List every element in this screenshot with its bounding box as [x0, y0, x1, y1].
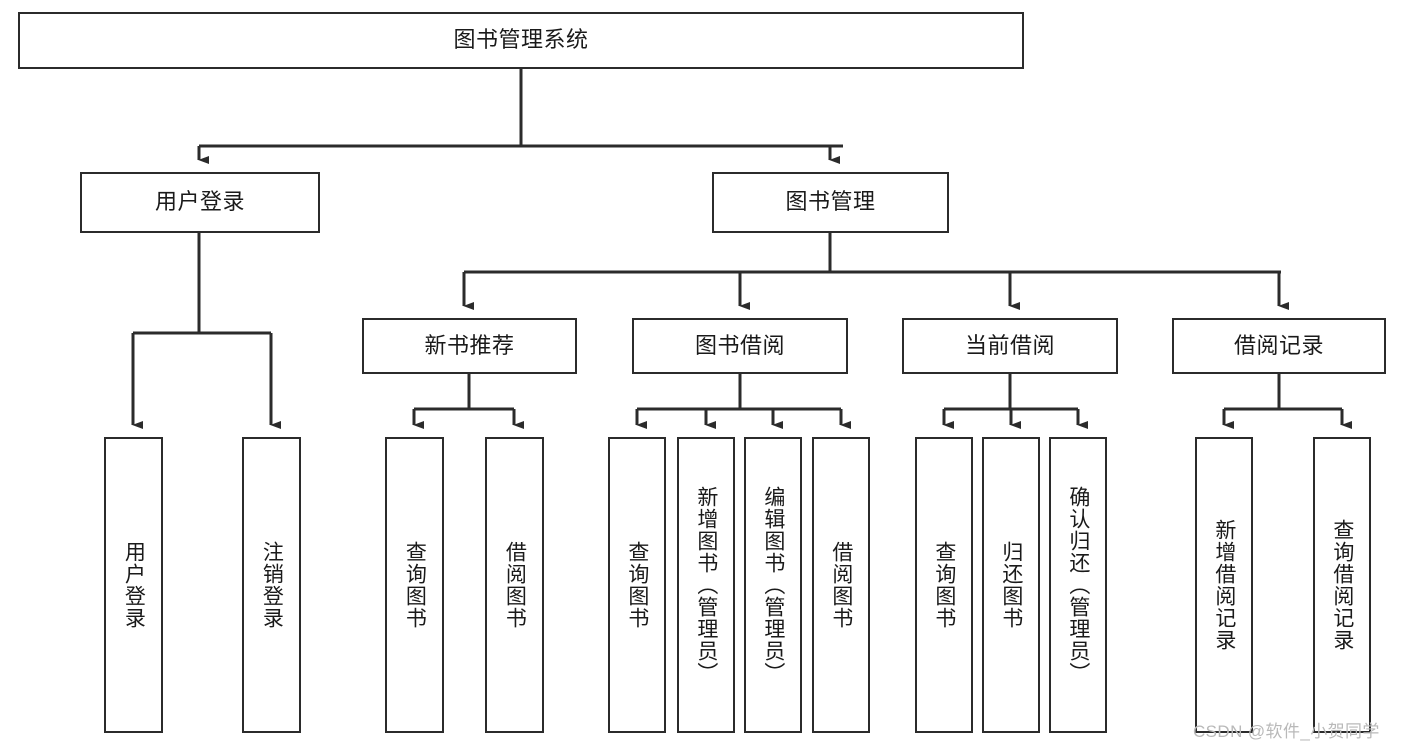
node-leaf-query-book-recommend[interactable]: 查询图书: [385, 437, 444, 733]
node-leaf-confirm-return-admin[interactable]: 确认归还（管理员）: [1049, 437, 1107, 733]
node-label: 图书借阅: [694, 332, 785, 358]
node-label: 查询图书: [932, 541, 956, 629]
node-label: 图书管理: [785, 189, 876, 215]
node-label: 查询借阅记录: [1330, 519, 1354, 651]
node-leaf-return-book[interactable]: 归还图书: [982, 437, 1040, 733]
new-book-recommend-to-leaves-connectors: [412, 374, 525, 430]
node-label: 用户登录: [122, 541, 146, 629]
current-borrow-to-leaves-connectors: [942, 374, 1089, 430]
borrow-record-to-leaves-connectors: [1222, 374, 1353, 430]
node-root-book-management-system[interactable]: 图书管理系统: [18, 12, 1024, 69]
csdn-watermark: CSDN @软件_小贺同学: [1193, 722, 1380, 741]
node-leaf-logout[interactable]: 注销登录: [242, 437, 301, 733]
node-label: 编辑图书（管理员）: [761, 486, 785, 684]
node-book-borrow[interactable]: 图书借阅: [632, 318, 848, 374]
node-label: 新书推荐: [424, 332, 515, 358]
node-borrow-record[interactable]: 借阅记录: [1172, 318, 1386, 374]
node-label: 借阅记录: [1233, 332, 1324, 358]
node-current-borrow[interactable]: 当前借阅: [902, 318, 1118, 374]
node-user-login[interactable]: 用户登录: [80, 172, 320, 233]
node-leaf-borrow-book[interactable]: 借阅图书: [812, 437, 870, 733]
node-leaf-user-login[interactable]: 用户登录: [104, 437, 163, 733]
book-management-to-level3-connectors: [462, 233, 1290, 311]
node-leaf-edit-book-admin[interactable]: 编辑图书（管理员）: [744, 437, 802, 733]
node-label: 确认归还（管理员）: [1066, 486, 1090, 684]
node-label: 归还图书: [999, 541, 1023, 629]
node-label: 注销登录: [260, 541, 284, 629]
node-leaf-add-borrow-record[interactable]: 新增借阅记录: [1195, 437, 1253, 733]
node-label: 查询图书: [403, 541, 427, 629]
node-leaf-query-book-borrow[interactable]: 查询图书: [608, 437, 666, 733]
node-label: 图书管理系统: [453, 27, 589, 53]
node-new-book-recommend[interactable]: 新书推荐: [362, 318, 577, 374]
node-leaf-add-book-admin[interactable]: 新增图书（管理员）: [677, 437, 735, 733]
node-label: 新增图书（管理员）: [694, 486, 718, 684]
node-leaf-borrow-book-recommend[interactable]: 借阅图书: [485, 437, 544, 733]
node-label: 借阅图书: [829, 541, 853, 629]
node-leaf-query-borrow-record[interactable]: 查询借阅记录: [1313, 437, 1371, 733]
node-label: 查询图书: [625, 541, 649, 629]
node-leaf-query-book-current[interactable]: 查询图书: [915, 437, 973, 733]
node-label: 当前借阅: [964, 332, 1055, 358]
node-label: 用户登录: [154, 189, 245, 215]
node-label: 新增借阅记录: [1212, 519, 1236, 651]
root-to-level2-connectors: [197, 69, 843, 165]
user-login-to-leaves-connectors: [131, 233, 282, 430]
node-book-management[interactable]: 图书管理: [712, 172, 949, 233]
book-borrow-to-leaves-connectors: [635, 374, 852, 430]
node-label: 借阅图书: [503, 541, 527, 629]
